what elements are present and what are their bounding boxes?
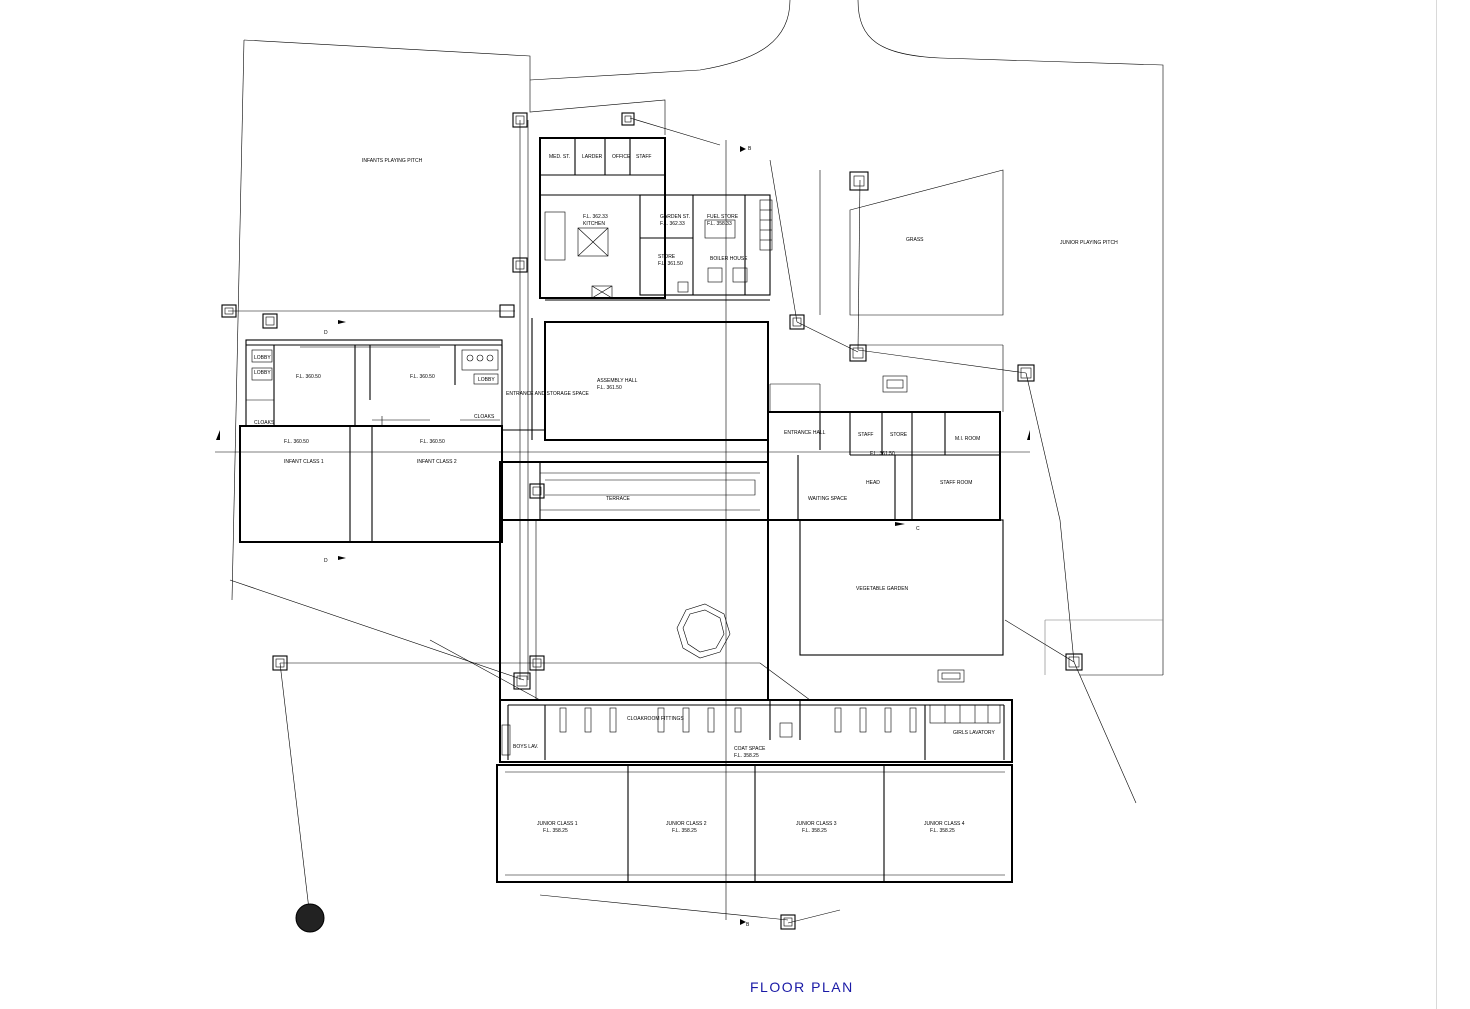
vegetable-garden-label: VEGETABLE GARDEN xyxy=(856,586,909,592)
drawing-title: FLOOR PLAN xyxy=(750,979,854,995)
junior-class-2-label: JUNIOR CLASS 2 xyxy=(666,821,707,827)
section-b-top: B xyxy=(748,146,752,152)
junior-class-1-fl-label: F.L. 358.25 xyxy=(543,828,568,834)
assembly-hall-label: ASSEMBLY HALL xyxy=(597,378,638,384)
larder-label: LARDER xyxy=(582,154,603,160)
section-markers xyxy=(216,146,1030,925)
infant-class-2-label: INFANT CLASS 2 xyxy=(417,459,457,465)
courtyard xyxy=(499,520,769,700)
cloaks-a-label: CLOAKS xyxy=(254,420,275,426)
junior-wing xyxy=(496,669,1013,883)
girls-lavatory-label: GIRLS LAVATORY xyxy=(953,730,995,736)
fl-entrance-label: F.L. 361.50 xyxy=(870,451,895,457)
fl-class-1-label: F.L. 360.50 xyxy=(284,439,309,445)
office-label: OFFICE xyxy=(612,154,631,160)
fl-infant-b-label: F.L. 360.50 xyxy=(410,374,435,380)
grass-label: GRASS xyxy=(906,237,924,243)
coat-space-label: COAT SPACE xyxy=(734,746,766,752)
section-d-bottom: D xyxy=(324,558,328,564)
lobby-a-label: LOBBY xyxy=(254,355,271,361)
section-d-top: D xyxy=(324,330,328,336)
terrace xyxy=(499,461,769,521)
section-c: C xyxy=(916,526,920,532)
grass-area xyxy=(819,169,1004,316)
junior-class-4-label: JUNIOR CLASS 4 xyxy=(924,821,965,827)
lobby-c-label: LOBBY xyxy=(478,377,495,383)
terrace-label: TERRACE xyxy=(606,496,631,502)
vegetable-garden xyxy=(799,519,1004,656)
manholes xyxy=(221,112,1083,930)
store-label: STORE xyxy=(658,254,676,260)
boiler-house-label: BOILER HOUSE xyxy=(710,256,748,262)
cloaks-b-label: CLOAKS xyxy=(474,414,495,420)
junior-class-3-fl-label: F.L. 358.25 xyxy=(802,828,827,834)
junior-class-1-label: JUNIOR CLASS 1 xyxy=(537,821,578,827)
store-small-label: STORE xyxy=(890,432,908,438)
mi-room-label: M.I. ROOM xyxy=(955,436,980,442)
staff-room-label: STAFF ROOM xyxy=(940,480,972,486)
fuel-store-fl-label: F.L. 358.33 xyxy=(707,221,732,227)
lobby-b-label: LOBBY xyxy=(254,370,271,376)
infant-class-1-label: INFANT CLASS 1 xyxy=(284,459,324,465)
junior-class-2-fl-label: F.L. 358.25 xyxy=(672,828,697,834)
waiting-space-label: WAITING SPACE xyxy=(808,496,848,502)
fuel-store-label: FUEL STORE xyxy=(707,214,739,220)
site-boundary xyxy=(231,0,1164,676)
kitchen-fl-label: F.L. 362.33 xyxy=(583,214,608,220)
med-st-label: MED. ST. xyxy=(549,154,570,160)
staff-label: STAFF xyxy=(636,154,651,160)
garden-st-fl-label: F.L. 362.33 xyxy=(660,221,685,227)
service-lines xyxy=(215,117,1137,924)
room-labels: INFANTS PLAYING PITCH JUNIOR PLAYING PIT… xyxy=(254,154,1118,834)
store-fl-label: F.L. 361.50 xyxy=(658,261,683,267)
north-arrow-icon xyxy=(295,903,325,933)
fl-infant-a-label: F.L. 360.50 xyxy=(296,374,321,380)
entrance-hall-label: ENTRANCE HALL xyxy=(784,430,826,436)
assembly-hall xyxy=(502,299,770,441)
garden-st-label: GARDEN ST. xyxy=(660,214,690,220)
infants-pitch-label: INFANTS PLAYING PITCH xyxy=(362,158,423,164)
fl-class-2-label: F.L. 360.50 xyxy=(420,439,445,445)
junior-class-3-label: JUNIOR CLASS 3 xyxy=(796,821,837,827)
sheet-border xyxy=(1436,0,1437,1009)
boys-lav-label: BOYS LAV. xyxy=(513,744,538,750)
head-label: HEAD xyxy=(866,480,880,486)
coat-fl-label: F.L. 358.25 xyxy=(734,753,759,759)
infant-wing xyxy=(239,339,503,543)
junior-pitch-label: JUNIOR PLAYING PITCH xyxy=(1060,240,1118,246)
entrance-storage-label: ENTRANCE AND STORAGE SPACE xyxy=(506,391,590,397)
staff-wc-label: STAFF xyxy=(858,432,873,438)
service-block xyxy=(539,137,773,299)
section-b-bottom: B xyxy=(746,922,750,928)
junior-class-4-fl-label: F.L. 358.25 xyxy=(930,828,955,834)
cloakroom-fittings-label: CLOAKROOM FITTINGS xyxy=(627,716,684,722)
assembly-fl-label: F.L. 361.50 xyxy=(597,385,622,391)
kitchen-label: KITCHEN xyxy=(583,221,605,227)
